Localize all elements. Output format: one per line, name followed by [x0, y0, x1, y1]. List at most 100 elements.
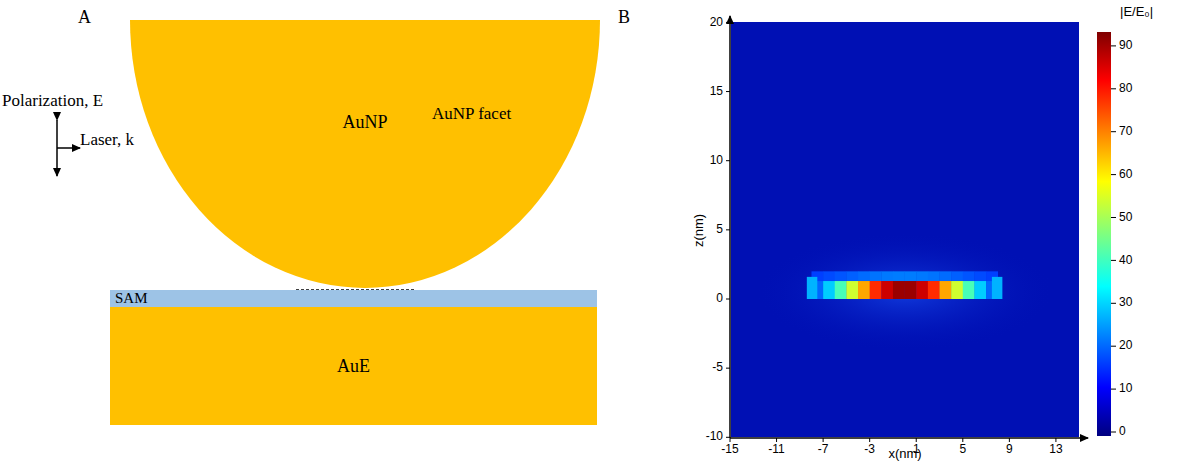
tick [730, 438, 731, 442]
tick [1111, 45, 1116, 46]
axis-label: z(nm) [693, 213, 708, 246]
axis-label: x(nm) [888, 447, 921, 462]
tick [1111, 389, 1116, 390]
nanoparticle-outline [130, 20, 600, 290]
tick [1111, 131, 1116, 132]
tick [726, 91, 730, 92]
axis-label: 50 [1119, 211, 1132, 225]
axis-label: |E/E₀| [1120, 5, 1153, 20]
tick [869, 438, 870, 442]
axis-label: 5 [716, 223, 723, 237]
field-cell [916, 271, 928, 281]
tick [916, 438, 917, 442]
tick [1111, 260, 1116, 261]
field-cell [835, 281, 847, 299]
field-cell [870, 271, 882, 281]
tick [726, 437, 730, 438]
tick [1111, 88, 1116, 89]
field-cell [858, 281, 870, 299]
field-cell [881, 271, 893, 281]
tick [726, 368, 730, 369]
field-cell [846, 271, 858, 281]
field-cell [974, 281, 986, 299]
axis-label: 10 [1119, 382, 1132, 396]
axis-label: -5 [712, 361, 723, 375]
field-cell [928, 281, 940, 299]
field-cell [940, 271, 952, 281]
field-cell [916, 281, 928, 299]
field-cell [858, 271, 870, 281]
tick [962, 438, 963, 442]
figure-label: B [618, 7, 630, 28]
axis-label: -10 [706, 430, 723, 444]
colorbar [1097, 32, 1111, 436]
axis-label: 20 [710, 16, 723, 30]
field-cell [928, 271, 940, 281]
axis-ticks [726, 22, 1056, 442]
axis-label: 10 [710, 154, 723, 168]
tick [726, 299, 730, 300]
field-cell [881, 281, 893, 299]
field-halo [755, 232, 1055, 352]
field-cell [823, 271, 835, 281]
axis-label: -3 [864, 443, 875, 457]
field-cell [963, 281, 975, 299]
field-cell [870, 281, 882, 299]
figure-label: AuNP facet [432, 104, 511, 124]
tick [726, 160, 730, 161]
figure-label: Polarization, E [2, 91, 103, 111]
tick [1111, 432, 1116, 433]
part-label: AuE [337, 356, 370, 377]
figure-label: Laser, k [80, 130, 134, 150]
tick [1111, 174, 1116, 175]
axis-label: 5 [959, 443, 966, 457]
field-cell [940, 281, 952, 299]
axis-label: 70 [1119, 125, 1132, 139]
field-cell [905, 281, 917, 299]
tick [1009, 438, 1010, 442]
monolayer-band: SAM [110, 290, 597, 307]
colorbar-ticks [1111, 46, 1116, 432]
tick [726, 229, 730, 230]
tick [1111, 217, 1116, 218]
axis-label: 90 [1119, 39, 1132, 53]
axis-label: 13 [1049, 443, 1062, 457]
x-axis [730, 437, 1088, 439]
field-cell [974, 271, 986, 281]
field-cell [951, 281, 963, 299]
axis-label: 0 [716, 292, 723, 306]
axis-label: 0 [1119, 425, 1126, 439]
field-cell [823, 281, 835, 299]
z-axis [729, 16, 731, 438]
axis-label: -7 [818, 443, 829, 457]
tick [1111, 346, 1116, 347]
tick [1055, 438, 1056, 442]
axis-label: 80 [1119, 82, 1132, 96]
axis-label: -15 [721, 443, 738, 457]
part-label: SAM [115, 291, 148, 306]
laser-arrow [57, 147, 80, 149]
axis-label: -11 [768, 443, 784, 457]
field-cell [846, 281, 858, 299]
field-cell [905, 271, 917, 281]
axis-label: 40 [1119, 254, 1132, 268]
tick [776, 438, 777, 442]
electrode-block: AuE [110, 307, 597, 425]
figure-label: A [78, 7, 91, 28]
axis-label: 15 [710, 85, 723, 99]
field-cell [963, 271, 975, 281]
axis-label: 60 [1119, 168, 1132, 182]
field-cell [951, 271, 963, 281]
field-map [731, 22, 1079, 437]
field-cell [992, 277, 1002, 299]
axis-label: 9 [1006, 443, 1013, 457]
nanoparticle: AuNP [130, 20, 600, 290]
tick [726, 22, 730, 23]
nanoparticle-shape [130, 20, 600, 288]
part-label: AuNP [342, 112, 387, 133]
hotspot [807, 271, 1003, 299]
field-cell [893, 281, 905, 299]
axis-label: 30 [1119, 296, 1132, 310]
field-cell [893, 271, 905, 281]
